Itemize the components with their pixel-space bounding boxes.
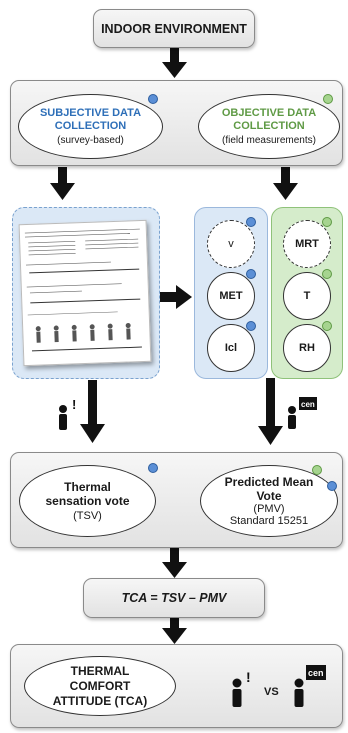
tca-title: THERMAL COMFORT ATTITUDE (TCA) xyxy=(52,663,148,708)
survey-form-image xyxy=(18,219,152,367)
tsv-marker-dot xyxy=(148,463,158,473)
svg-text:!: ! xyxy=(246,669,251,685)
pmv-marker-dot xyxy=(312,465,322,475)
mean-radiant-temp-circle: MRT xyxy=(283,220,331,268)
pmv-standard: Standard 15251 xyxy=(229,515,309,527)
air-velocity-circle: v xyxy=(207,220,255,268)
relative-humidity-circle: RH xyxy=(283,324,331,372)
svg-text:cen: cen xyxy=(308,668,324,678)
objective-collection-title: OBJECTIVE DATA COLLECTION xyxy=(221,107,317,132)
air-velocity-dot xyxy=(246,217,256,227)
objective-collection-ellipse: OBJECTIVE DATA COLLECTION (field measure… xyxy=(198,94,340,159)
relative-humidity-dot xyxy=(322,321,332,331)
person-exclaim-icon: ! xyxy=(59,397,76,430)
survey-form-drawing xyxy=(24,228,142,352)
svg-text:cen: cen xyxy=(301,400,315,409)
clothing-insulation-dot xyxy=(246,321,256,331)
mean-radiant-temp-dot xyxy=(322,217,332,227)
tsv-abbreviation: (TSV) xyxy=(73,510,102,522)
air-temp-dot xyxy=(322,269,332,279)
subjective-collection-ellipse: SUBJECTIVE DATA COLLECTION (survey-based… xyxy=(18,94,163,159)
objective-marker-dot xyxy=(323,94,333,104)
person-cen-icon-result: cen xyxy=(294,665,326,707)
tca-ellipse: THERMAL COMFORT ATTITUDE (TCA) xyxy=(24,656,176,716)
svg-text:!: ! xyxy=(72,397,76,412)
metabolic-rate-circle: MET xyxy=(207,272,255,320)
subjective-collection-title: SUBJECTIVE DATA COLLECTION xyxy=(39,107,142,132)
metabolic-rate-label: MET xyxy=(219,290,243,302)
indoor-environment-box: INDOOR ENVIRONMENT xyxy=(93,9,255,48)
pmv-title: Predicted Mean Vote xyxy=(224,475,314,503)
air-temp-label: T xyxy=(303,290,311,302)
objective-collection-subtitle: (field measurements) xyxy=(222,135,316,146)
metabolic-rate-dot xyxy=(246,269,256,279)
person-cen-icon: cen xyxy=(288,397,317,429)
versus-label: VS xyxy=(264,686,279,698)
pmv-abbreviation: (PMV) xyxy=(253,503,285,515)
formula-box: TCA = TSV – PMV xyxy=(83,578,265,618)
air-temp-circle: T xyxy=(283,272,331,320)
clothing-insulation-label: Icl xyxy=(224,342,238,354)
person-exclaim-icon-result: ! xyxy=(232,669,251,707)
indoor-environment-title: INDOOR ENVIRONMENT xyxy=(101,21,247,36)
tsv-title: Thermal sensation vote xyxy=(45,480,130,508)
tca-formula: TCA = TSV – PMV xyxy=(121,591,227,605)
pmv-ellipse: Predicted Mean Vote (PMV) Standard 15251 xyxy=(200,465,338,537)
clothing-insulation-circle: Icl xyxy=(207,324,255,372)
pmv-secondary-dot xyxy=(327,481,337,491)
subjective-marker-dot xyxy=(148,94,158,104)
subjective-collection-subtitle: (survey-based) xyxy=(57,135,124,146)
tsv-ellipse: Thermal sensation vote (TSV) xyxy=(19,465,156,537)
relative-humidity-label: RH xyxy=(299,342,315,354)
mean-radiant-temp-label: MRT xyxy=(295,238,319,250)
air-velocity-label: v xyxy=(228,238,234,250)
